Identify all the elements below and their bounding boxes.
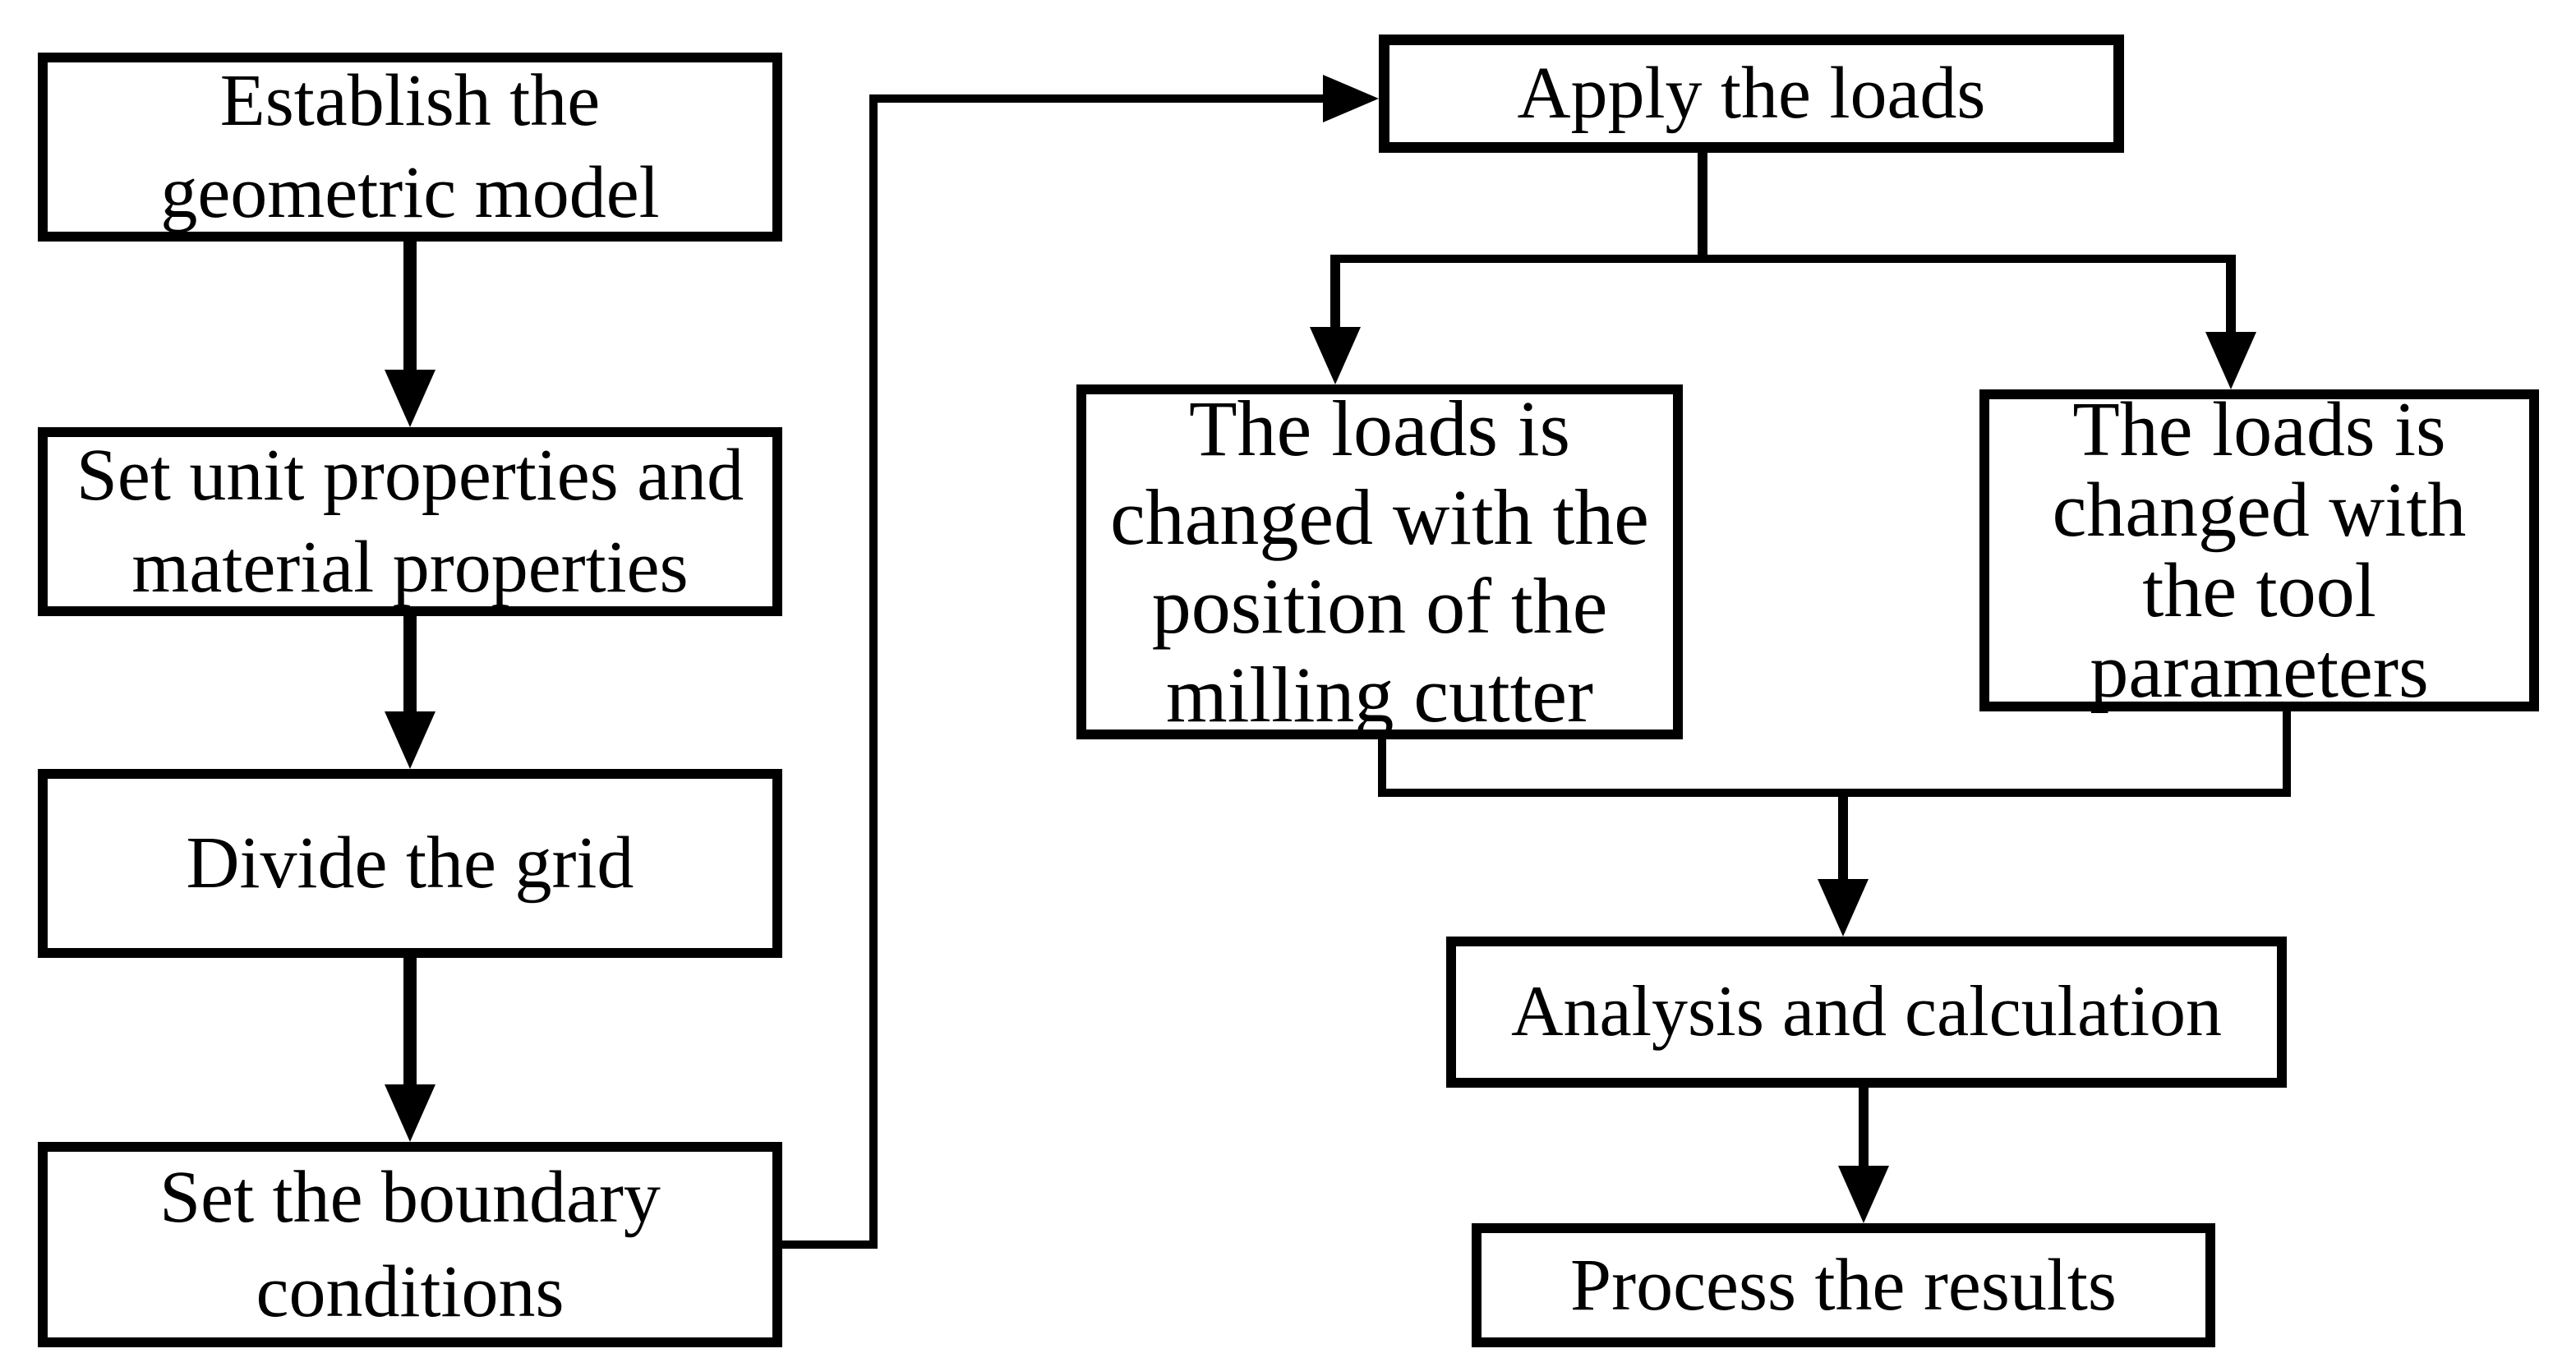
node-divide-grid: Divide the grid: [38, 769, 782, 958]
arrowhead-down: [2205, 332, 2256, 389]
node-loads-changed-position-milling-cutter: The loads is changed with the position o…: [1076, 384, 1683, 739]
edge-boundary-to-loads-run: [869, 94, 1325, 103]
edge-merge-to-analysis-shaft: [1838, 793, 1848, 881]
node-set-unit-material-properties: Set unit properties and material propert…: [38, 427, 782, 616]
arrowhead-down: [1310, 327, 1361, 384]
edge-position-to-merge-drop: [1378, 738, 1386, 797]
node-label: Set the boundary conditions: [159, 1157, 661, 1332]
edge-branch-to-tool-shaft: [2226, 255, 2236, 335]
edge-tool-to-merge-drop: [2283, 710, 2291, 797]
arrowhead-down: [385, 370, 435, 427]
arrowhead-down: [1838, 1166, 1889, 1223]
node-label: The loads is changed with the position o…: [1110, 384, 1649, 739]
node-label: Analysis and calculation: [1510, 972, 2223, 1052]
node-label: Divide the grid: [186, 822, 634, 904]
arrowhead-down: [385, 711, 435, 769]
edge-branch-to-position-shaft: [1330, 255, 1340, 330]
arrowhead-down: [385, 1084, 435, 1142]
node-establish-geometric-model: Establish the geometric model: [38, 53, 782, 242]
edge-loads-branch-bar: [1330, 255, 2236, 263]
node-label: Process the results: [1570, 1244, 2117, 1326]
node-label: Apply the loads: [1517, 53, 1986, 134]
node-process-results: Process the results: [1472, 1223, 2215, 1347]
arrowhead-down: [1818, 879, 1869, 937]
node-analysis-calculation: Analysis and calculation: [1446, 937, 2287, 1088]
edge-loads-branch-drop: [1698, 153, 1707, 263]
edge-grid-to-boundary-shaft: [403, 958, 417, 1086]
node-label: Establish the geometric model: [160, 60, 660, 233]
edge-properties-to-grid-shaft: [403, 616, 417, 713]
arrowhead-right: [1323, 75, 1379, 122]
node-loads-changed-tool-parameters: The loads is changed with the tool param…: [1979, 389, 2539, 711]
edge-establish-to-properties-shaft: [403, 242, 417, 371]
node-label: Set unit properties and material propert…: [76, 435, 744, 608]
node-label: The loads is changed with the tool param…: [2052, 387, 2467, 714]
edge-boundary-to-loads-stub: [782, 1240, 878, 1249]
edge-merge-bar: [1378, 789, 2291, 797]
node-apply-loads: Apply the loads: [1379, 35, 2124, 153]
node-set-boundary-conditions: Set the boundary conditions: [38, 1142, 782, 1347]
edge-analysis-to-results-shaft: [1859, 1088, 1869, 1167]
edge-boundary-to-loads-riser: [869, 94, 878, 1249]
